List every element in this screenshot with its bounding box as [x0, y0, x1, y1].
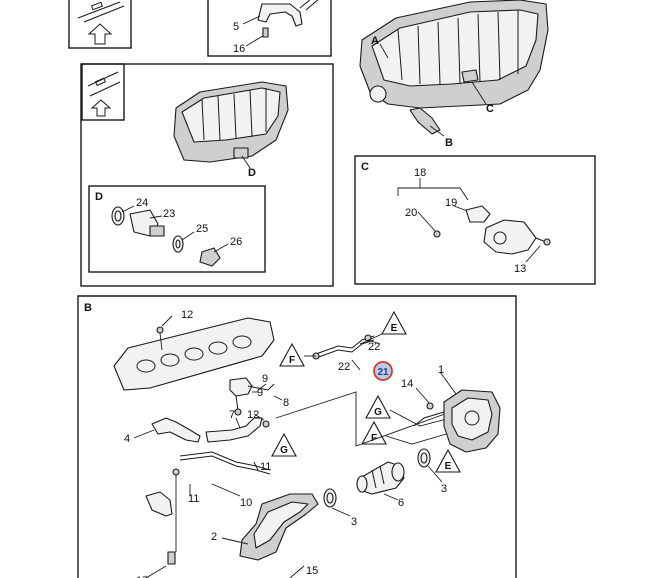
ref-triangle-f-mid: F	[361, 420, 461, 445]
section-label-b-inner: B	[445, 137, 453, 149]
ref-triangle-e-right: E	[435, 448, 461, 473]
oil-pump: 1 14	[401, 364, 501, 453]
callout-13: 13	[514, 263, 526, 275]
oil-tube-assembly: 22 22	[312, 334, 380, 373]
engine-block-d: D	[173, 81, 289, 179]
svg-text:E: E	[445, 461, 452, 472]
callout-11-right: 11	[260, 461, 271, 473]
bolt-item-15: 15	[289, 565, 318, 578]
svg-text:E: E	[391, 323, 398, 334]
callout-7: 7	[229, 409, 235, 421]
middle-left-panel: D D 24 23 25 26	[80, 63, 334, 287]
callout-19: 19	[445, 197, 457, 209]
arrow-up-icon	[90, 99, 112, 117]
detail-panel-c: C 18 19 20 13	[354, 155, 596, 285]
callout-3-right: 3	[441, 483, 447, 495]
callout-2: 2	[211, 531, 217, 543]
callout-5: 5	[233, 21, 239, 33]
o-ring-right: 3	[417, 448, 447, 495]
hand-tools-icon	[77, 1, 125, 23]
callout-21-highlight[interactable]: 21	[373, 361, 393, 381]
arrow-up-icon	[87, 23, 113, 45]
tube-item-4-7: 4 7 12	[124, 409, 270, 445]
oil-pump-bracket-c	[483, 219, 537, 255]
callout-20: 20	[405, 207, 417, 219]
callout-18: 18	[414, 167, 426, 179]
ref-triangle-f-top: F	[279, 342, 316, 367]
svg-text:F: F	[371, 433, 377, 444]
callout-16: 16	[233, 43, 245, 55]
engine-block-overview: A B C	[359, 0, 549, 149]
callout-6: 6	[398, 497, 404, 509]
o-ring-left: 3	[323, 488, 357, 528]
tube-item-9: 9 9 8	[229, 373, 289, 416]
callout-23: 23	[163, 208, 175, 220]
callout-26: 26	[230, 236, 242, 248]
callout-17: 17	[136, 575, 148, 578]
callout-15: 15	[306, 565, 318, 577]
section-label-d-panel: D	[95, 191, 103, 203]
section-label-a: A	[371, 35, 379, 47]
top-center-panel: 5 16	[207, 0, 332, 57]
callout-1: 1	[438, 364, 444, 376]
top-tools-panel	[68, 0, 132, 49]
callout-9-upper: 9	[262, 373, 268, 385]
ref-triangle-g-mid: G	[365, 394, 459, 427]
bolt-item-17: 17	[136, 551, 176, 578]
callout-24: 24	[136, 197, 148, 209]
pickup-tube-item-2: 2	[211, 493, 319, 561]
callout-21: 21	[377, 367, 389, 378]
svg-text:F: F	[289, 355, 295, 366]
suction-pipe-item-6: 6	[356, 461, 405, 509]
svg-text:G: G	[374, 407, 382, 418]
hand-tools-icon	[87, 71, 121, 97]
oil-pan-gasket: 12	[113, 309, 275, 391]
detail-panel-d: D 24 23 25 26	[88, 185, 266, 273]
oil-pipe-bracket	[242, 0, 319, 47]
callout-10: 10	[240, 497, 252, 509]
callout-8: 8	[283, 397, 289, 409]
callout-12-mid: 12	[247, 409, 259, 421]
callout-9-lower: 9	[257, 387, 263, 399]
ref-triangle-g-left: G	[271, 432, 297, 457]
baffle-item-10-11: 11 11 10	[145, 451, 271, 552]
section-label-c-panel: C	[361, 161, 369, 173]
callout-22-upper: 22	[368, 341, 380, 353]
callout-25: 25	[196, 223, 208, 235]
callout-11-left: 11	[188, 493, 199, 505]
callout-14: 14	[401, 378, 413, 390]
section-label-c-inner: C	[486, 103, 494, 115]
main-panel-b: B 12 22 22	[77, 295, 517, 578]
svg-text:G: G	[280, 445, 288, 456]
callout-22-lower: 22	[338, 361, 350, 373]
section-label-d-inner: D	[248, 167, 256, 179]
section-label-b-panel: B	[84, 302, 92, 314]
callout-4: 4	[124, 433, 130, 445]
callout-12-top: 12	[181, 309, 193, 321]
callout-3-left: 3	[351, 516, 357, 528]
ref-triangle-e-top: E	[359, 310, 407, 345]
